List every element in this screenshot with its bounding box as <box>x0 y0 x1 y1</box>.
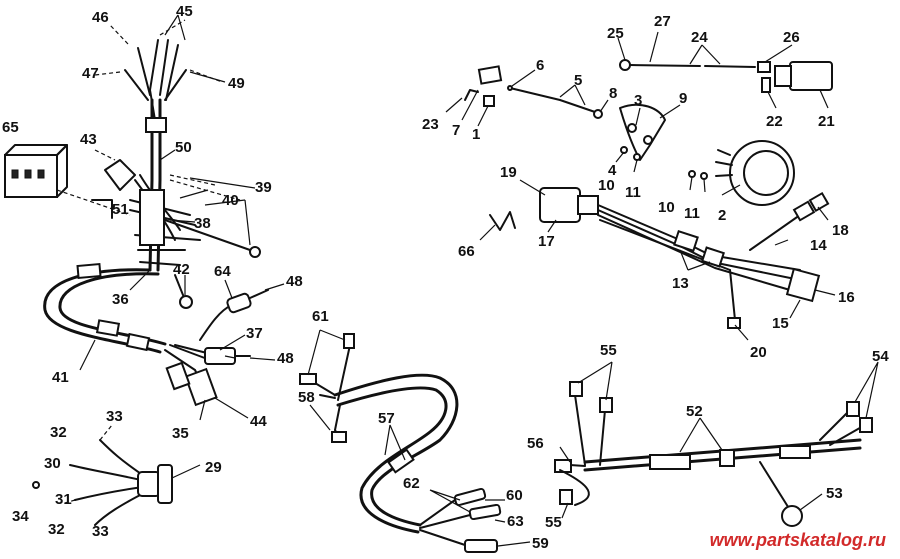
callout-36: 36 <box>112 291 129 308</box>
callout-32-top: 32 <box>50 424 67 441</box>
callout-50: 50 <box>175 139 192 156</box>
callout-49: 49 <box>228 75 245 92</box>
callout-45: 45 <box>176 3 193 20</box>
callout-60: 60 <box>506 487 523 504</box>
callout-19: 19 <box>500 164 517 181</box>
callout-61: 61 <box>312 308 329 325</box>
callout-55-top: 55 <box>600 342 617 359</box>
callout-4: 4 <box>608 162 617 179</box>
callout-31: 31 <box>55 491 72 508</box>
callout-51: 51 <box>112 201 129 218</box>
watermark: www.partskatalog.ru <box>709 530 886 550</box>
callout-18: 18 <box>832 222 849 239</box>
callout-53: 53 <box>826 485 843 502</box>
callout-56: 56 <box>527 435 544 452</box>
callout-39: 39 <box>255 179 272 196</box>
callout-46: 46 <box>92 9 109 26</box>
callout-14: 14 <box>810 237 827 254</box>
leader-lines <box>79 14 879 547</box>
callout-10-left: 10 <box>598 177 615 194</box>
callout-54: 54 <box>872 348 889 365</box>
left-main-harness <box>4 19 269 407</box>
callout-38: 38 <box>194 215 211 232</box>
callout-40: 40 <box>222 192 239 209</box>
callout-17: 17 <box>538 233 555 250</box>
callout-48-upper: 48 <box>286 273 303 290</box>
callout-29: 29 <box>205 459 222 476</box>
callout-52: 52 <box>686 403 703 420</box>
callout-26: 26 <box>783 29 800 46</box>
callout-37: 37 <box>246 325 263 342</box>
callout-64: 64 <box>214 263 231 280</box>
callout-11-right: 11 <box>684 205 700 222</box>
callout-16: 16 <box>838 289 855 306</box>
callout-10-right: 10 <box>658 199 675 216</box>
callout-11-left: 11 <box>625 184 641 201</box>
callout-41: 41 <box>52 369 69 386</box>
callout-9: 9 <box>679 90 688 107</box>
callout-48-lower: 48 <box>277 350 294 367</box>
callout-1: 1 <box>472 126 481 143</box>
right-harness-52 <box>554 381 873 527</box>
callout-3: 3 <box>634 92 643 109</box>
callout-20: 20 <box>750 344 767 361</box>
callout-44: 44 <box>250 413 267 430</box>
gauge-assembly <box>464 59 833 329</box>
callout-43: 43 <box>80 131 97 148</box>
callout-32-bottom: 32 <box>48 521 65 538</box>
callout-35: 35 <box>172 425 189 442</box>
callout-30: 30 <box>44 455 61 472</box>
callout-23: 23 <box>422 116 439 133</box>
sender-assembly-29 <box>32 424 173 526</box>
callout-63: 63 <box>507 513 524 530</box>
callout-42: 42 <box>173 261 190 278</box>
callout-13: 13 <box>672 275 689 292</box>
callout-6: 6 <box>536 57 545 74</box>
callout-47: 47 <box>82 65 99 82</box>
callout-33-bottom: 33 <box>92 523 109 540</box>
callout-65: 65 <box>2 119 19 136</box>
callout-21: 21 <box>818 113 835 130</box>
callout-66: 66 <box>458 243 475 260</box>
callout-8: 8 <box>609 85 618 102</box>
callout-34: 34 <box>12 508 29 525</box>
callout-33-top: 33 <box>106 408 123 425</box>
callout-5: 5 <box>574 72 583 89</box>
center-harness-57 <box>299 333 502 553</box>
callout-24: 24 <box>691 29 708 46</box>
callout-2: 2 <box>718 207 727 224</box>
callout-7: 7 <box>452 122 461 139</box>
callout-59: 59 <box>532 535 549 552</box>
callout-25: 25 <box>607 25 624 42</box>
callout-15: 15 <box>772 315 789 332</box>
callout-55-bottom: 55 <box>545 514 562 531</box>
callout-58: 58 <box>298 389 315 406</box>
callout-57: 57 <box>378 410 395 427</box>
callout-62: 62 <box>403 475 420 492</box>
callout-22: 22 <box>766 113 783 130</box>
callout-27: 27 <box>654 13 671 30</box>
